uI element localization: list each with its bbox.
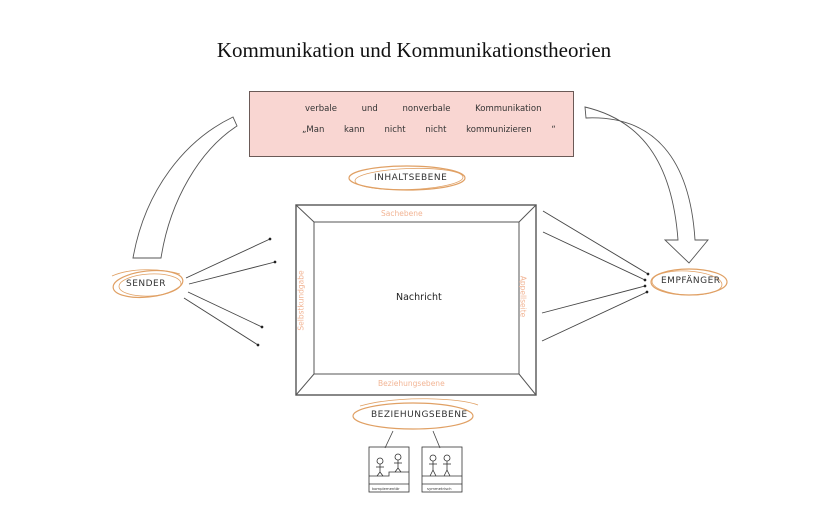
appeal-side-label: Appellseite (518, 275, 528, 318)
factual-side-label: Sachebene (381, 209, 423, 218)
receiver-label: EMPFÄNGER (661, 276, 721, 286)
message-label: Nachricht (396, 292, 442, 303)
content-line-1: verbale und nonverbale Kommunikation (305, 104, 542, 114)
receiver-arrow (542, 210, 650, 276)
symmetric-box (421, 446, 463, 493)
receiver-arrows (541, 210, 650, 342)
complementary-label: komplementär (372, 486, 400, 491)
complementary-box (368, 446, 410, 493)
relationship-side-label: Beziehungsebene (378, 379, 445, 388)
relationship-level-label: BEZIEHUNGSEBENE (371, 410, 468, 420)
self-disclosure-side-label: Selbstkundgabe (296, 270, 306, 331)
content-line-2: „Man kann nicht nicht kommunizieren “ (302, 125, 556, 135)
sender-arrow (185, 237, 272, 279)
sender-to-content-arrow (132, 116, 238, 259)
sender-arrows (183, 237, 277, 347)
receiver-arrow (541, 290, 649, 342)
content-level-oval (348, 165, 466, 191)
receiver-arrow (542, 231, 647, 282)
sender-arrow (187, 291, 264, 329)
content-to-receiver-arrow (584, 106, 709, 264)
sender-arrow (183, 297, 260, 347)
symmetric-label: symmetrisch (427, 486, 452, 491)
sender-label: SENDER (126, 279, 167, 289)
message-frame (295, 204, 537, 396)
content-level-label: INHALTSEBENE (374, 173, 448, 183)
relationship-level-oval (352, 402, 474, 430)
content-box: verbale und nonverbale Kommunikation „Ma… (249, 91, 574, 157)
receiver-arrow (541, 284, 647, 314)
sender-arrow (188, 260, 277, 285)
page-title: Kommunikation und Kommunikationstheorien (216, 38, 612, 62)
sender-oval (112, 269, 184, 299)
